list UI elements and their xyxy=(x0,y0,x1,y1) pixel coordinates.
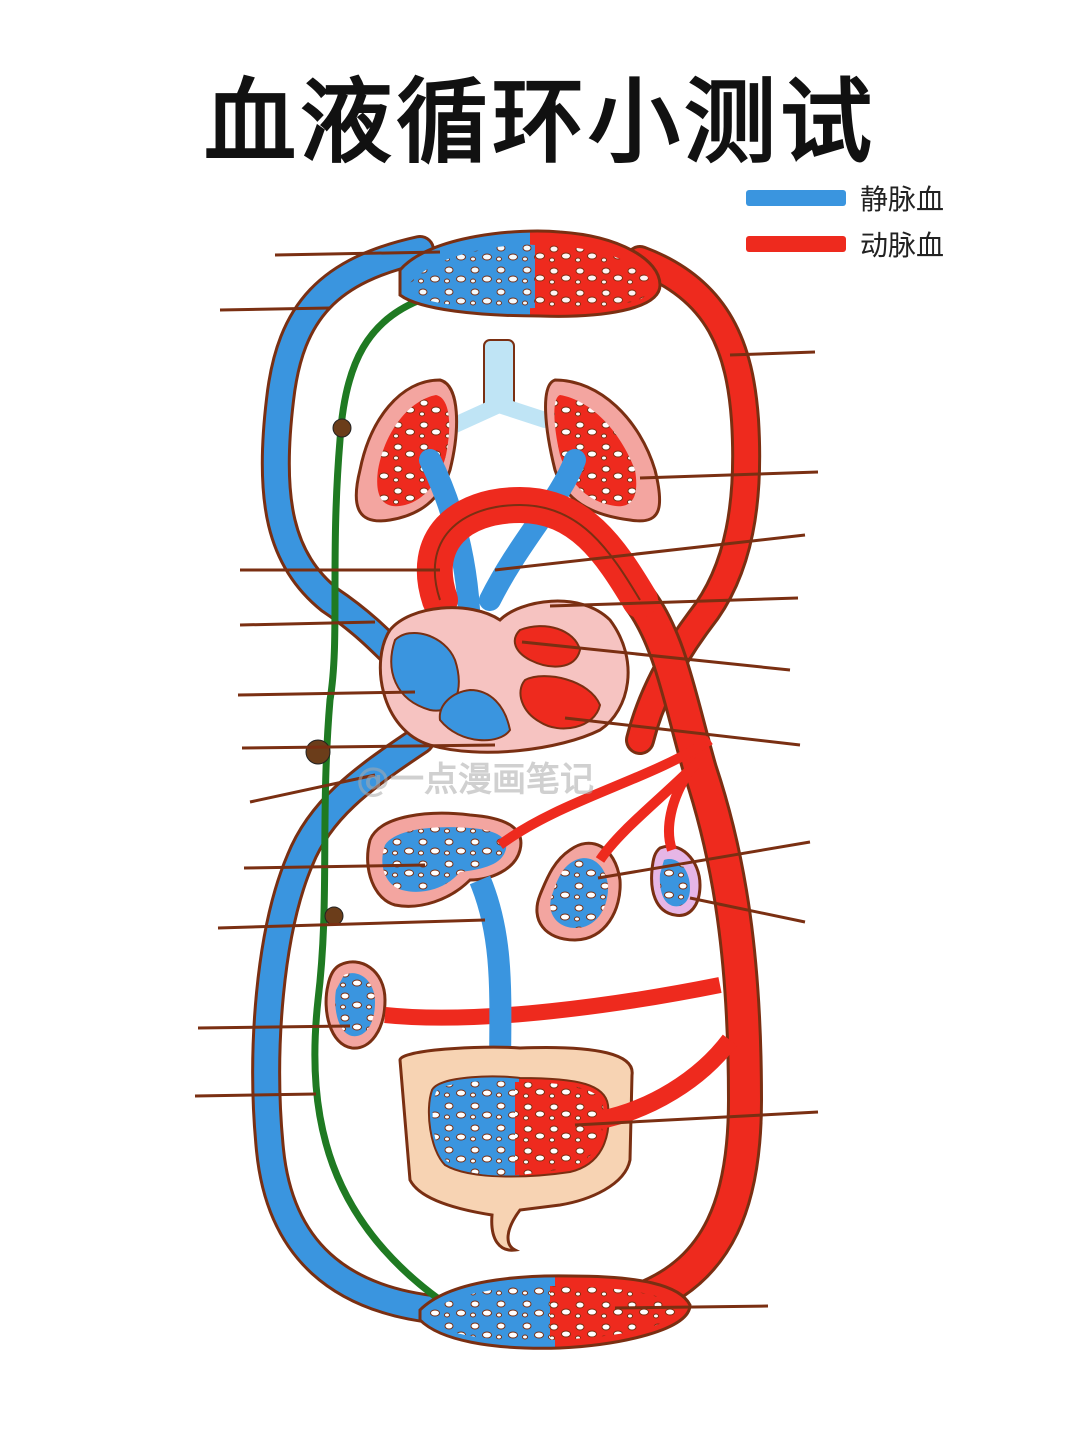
watermark: @一点漫画笔记 xyxy=(356,760,594,800)
leader-line xyxy=(217,918,486,930)
leader-line xyxy=(194,1092,317,1098)
leader-line xyxy=(574,1110,819,1127)
venous-swatch xyxy=(746,190,846,206)
leader-line xyxy=(197,1024,351,1030)
leader-line xyxy=(564,716,801,747)
leader-lines xyxy=(194,250,819,1310)
leader-line xyxy=(241,743,496,750)
legend-label-venous: 静脉血 xyxy=(860,183,945,216)
trachea xyxy=(447,339,553,433)
lymph-node xyxy=(332,418,352,438)
leader-line xyxy=(689,896,806,924)
arterial-swatch xyxy=(746,236,846,252)
leader-line xyxy=(239,620,376,627)
leader-line xyxy=(494,533,806,572)
legend: 静脉血 动脉血 xyxy=(746,175,944,267)
lymph-node xyxy=(324,906,344,926)
leader-line xyxy=(219,306,331,312)
renal-artery xyxy=(384,977,722,1026)
lymph-node xyxy=(305,739,331,765)
leader-line xyxy=(237,690,416,697)
left-atrium xyxy=(513,625,582,668)
page-title: 血液循环小测试 xyxy=(203,69,876,176)
celiac-artery xyxy=(497,735,713,863)
leader-line xyxy=(597,840,811,880)
leader-line xyxy=(274,250,441,257)
lymph-vessel xyxy=(311,296,443,1303)
leader-line xyxy=(614,1304,769,1310)
leader-line xyxy=(243,863,426,870)
legend-label-arterial: 动脉血 xyxy=(860,229,945,262)
leader-line xyxy=(521,640,791,672)
leader-line xyxy=(639,470,819,480)
mesenteric-artery xyxy=(598,1034,738,1129)
legend-item-arterial: 动脉血 xyxy=(746,221,944,267)
right-ventricle xyxy=(438,688,512,742)
leader-line xyxy=(249,773,376,804)
leader-line xyxy=(729,350,816,357)
leader-line xyxy=(549,596,799,608)
left-ventricle xyxy=(519,675,602,730)
legend-item-venous: 静脉血 xyxy=(746,175,944,221)
